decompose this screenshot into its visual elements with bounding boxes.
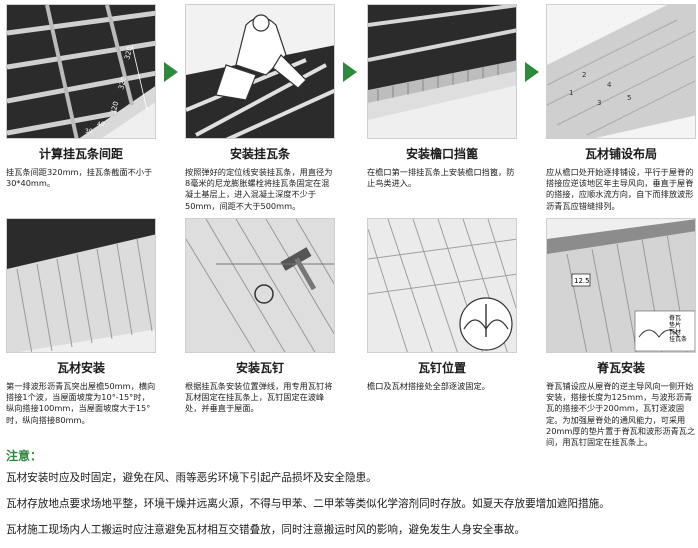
legend-item: 瓦材 xyxy=(669,329,682,336)
dim-label-1: 320 xyxy=(123,46,134,61)
step-8-title: 脊瓦安装 xyxy=(596,361,645,375)
step-3: 安装檐口挡篦 在檐口第一排挂瓦条上安装檐口挡篦，防止鸟类进入。 xyxy=(367,4,527,189)
step-6-illustration xyxy=(185,218,335,353)
legend-item: 垫片 xyxy=(669,322,682,329)
step-7-desc: 檐口及瓦材搭接处全部逐波固定。 xyxy=(367,381,490,391)
step-5-title: 瓦材安装 xyxy=(56,361,105,375)
dim-label-5: 40 xyxy=(97,121,105,128)
note-item: 瓦材安装时应及时固定，避免在风、雨等恶劣环境下引起产品损坏及安全隐患。 xyxy=(6,472,377,484)
step-1-illustration: 320 320 320 30 40 xyxy=(6,4,156,139)
step-4: 1 2 3 4 5 瓦材铺设布局 应从檐口处开始逐排铺设，平行于屋脊的搭接应逆该… xyxy=(546,4,698,212)
legend-item: 脊瓦 xyxy=(669,315,682,322)
step-2-title: 安装挂瓦条 xyxy=(229,147,290,161)
layout-number-2: 2 xyxy=(582,71,586,79)
step-2-illustration xyxy=(185,4,335,139)
notes-section: 注意： 瓦材安装时应及时固定，避免在风、雨等恶劣环境下引起产品损坏及安全隐患。 … xyxy=(6,447,692,548)
step-3-illustration xyxy=(367,4,517,139)
dim-label-4: 30 xyxy=(85,128,93,135)
legend-item: 挂瓦条 xyxy=(669,336,688,343)
step-5-desc: 第一排波形沥青瓦突出屋檐50mm，横向搭接1个波，当屋面坡度为10°-15°时，… xyxy=(6,381,156,425)
ridge-legend: 脊瓦 垫片 瓦材 挂瓦条 xyxy=(669,315,687,343)
step-7: 瓦钉位置 檐口及瓦材搭接处全部逐波固定。 xyxy=(367,218,527,392)
step-4-illustration: 1 2 3 4 5 xyxy=(546,4,696,139)
step-2: 安装挂瓦条 按照弹好的定位线安装挂瓦条，用直径为8毫米的尼龙膨胀螺栓将挂瓦条固定… xyxy=(185,4,345,212)
step-3-title: 安装檐口挡篦 xyxy=(405,147,478,161)
step-8-desc: 脊瓦铺设应从屋脊的逆主导风向一侧开始安装，搭接长度为125mm，与波形沥青瓦的搭… xyxy=(546,381,696,448)
step-4-desc: 应从檐口处开始逐排铺设，平行于屋脊的搭接应逆该地区年主导风向，垂直于屋脊的搭接，… xyxy=(546,167,694,211)
step-2-desc: 按照弹好的定位线安装挂瓦条，用直径为8毫米的尼龙膨胀螺栓将挂瓦条固定在混凝土基层… xyxy=(185,167,333,211)
step-6-title: 安装瓦钉 xyxy=(235,361,284,375)
layout-number-1: 1 xyxy=(569,89,573,97)
step-3-desc: 在檐口第一排挂瓦条上安装檐口挡篦，防止鸟类进入。 xyxy=(367,167,515,189)
notes-title: 注意： xyxy=(6,449,43,463)
step-8: 12.5 脊瓦 垫片 瓦材 挂瓦条 脊瓦安装 脊瓦铺设应从屋脊的逆主导风向一侧开… xyxy=(546,218,698,448)
arrow-right-icon xyxy=(164,62,178,82)
step-6: 安装瓦钉 根据挂瓦条安装位置弹线，用专用瓦钉将瓦材固定在挂瓦条上，瓦钉固定在波峰… xyxy=(185,218,345,415)
step-7-title: 瓦钉位置 xyxy=(417,361,466,375)
dim-label-2: 320 xyxy=(117,76,128,91)
dim-label-3: 320 xyxy=(109,101,120,116)
layout-number-3: 3 xyxy=(597,99,601,107)
step-4-title: 瓦材铺设布局 xyxy=(584,147,657,161)
step-5-illustration xyxy=(6,218,156,353)
layout-number-5: 5 xyxy=(627,94,631,102)
step-1-desc: 挂瓦条间距320mm，挂瓦条截面不小于30*40mm。 xyxy=(6,167,153,189)
note-item: 瓦材存放地点要求场地平整，环境干燥并远离火源，不得与甲苯、二甲苯等类似化学溶剂同… xyxy=(6,498,610,510)
arrow-right-icon xyxy=(525,62,539,82)
ridge-dim-label: 12.5 xyxy=(574,277,590,285)
note-item: 瓦材施工现场内人工搬运时应注意避免瓦材相互交错叠放，同时注意搬运时风的影响，避免… xyxy=(6,524,526,536)
step-1-title: 计算挂瓦条间距 xyxy=(38,147,123,161)
layout-number-4: 4 xyxy=(607,81,612,89)
step-6-desc: 根据挂瓦条安装位置弹线，用专用瓦钉将瓦材固定在挂瓦条上，瓦钉固定在波峰处，并垂直… xyxy=(185,381,333,414)
step-5: 瓦材安装 第一排波形沥青瓦突出屋檐50mm，横向搭接1个波，当屋面坡度为10°-… xyxy=(6,218,166,426)
step-8-illustration: 12.5 脊瓦 垫片 瓦材 挂瓦条 xyxy=(546,218,696,353)
step-1: 320 320 320 30 40 计算挂瓦条间距 挂瓦条间距320mm，挂瓦条… xyxy=(6,4,166,189)
arrow-right-icon xyxy=(343,62,357,82)
step-7-illustration xyxy=(367,218,517,353)
